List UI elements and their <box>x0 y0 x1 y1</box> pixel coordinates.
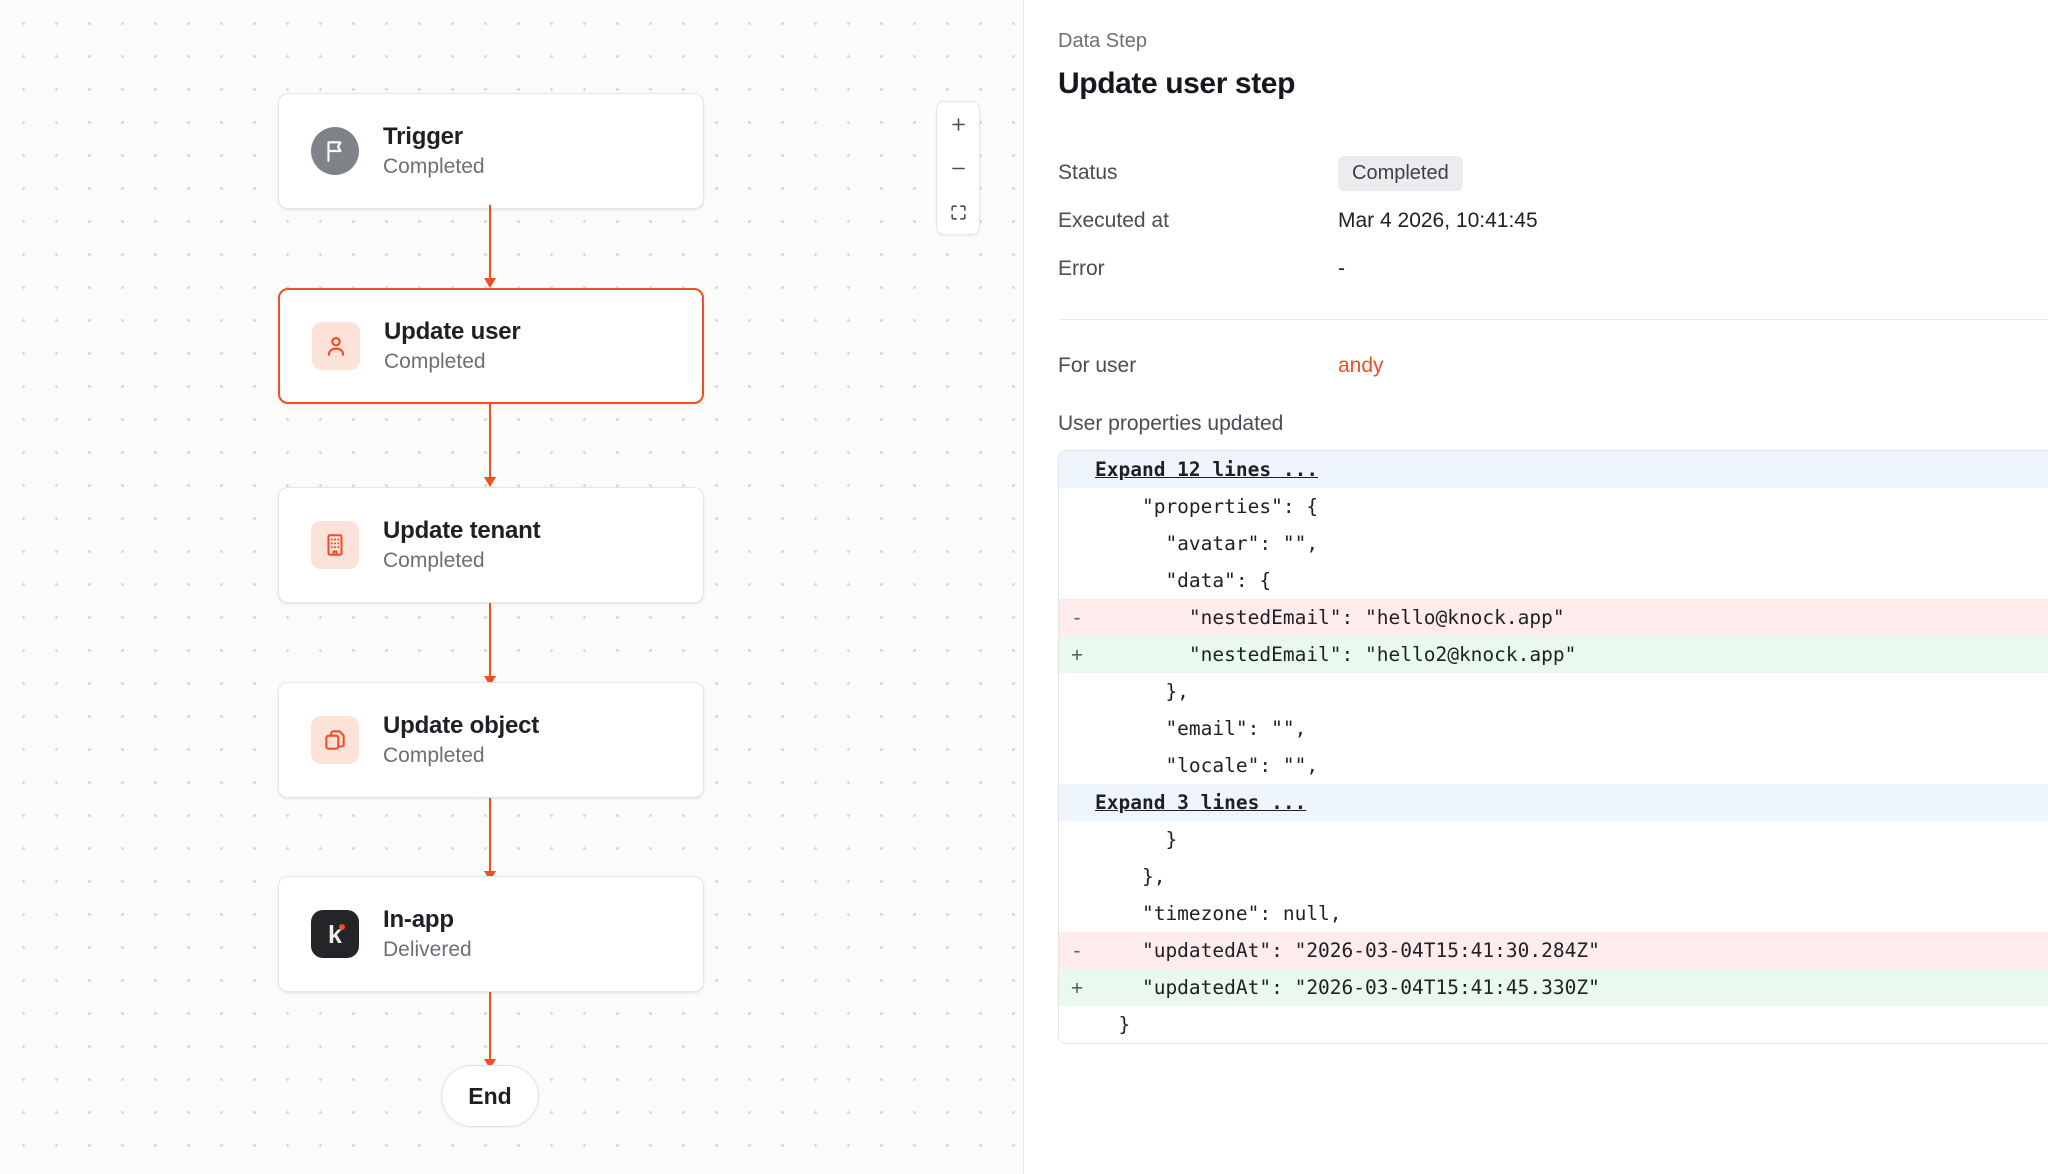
flow-node-trigger[interactable]: Trigger Completed <box>278 93 704 209</box>
diff-expand-content: Expand 3 lines ... <box>1095 791 2048 814</box>
expand-lines-link[interactable]: Expand 12 lines ... <box>1095 458 1319 481</box>
diff-line-content: "data": { <box>1095 569 1272 592</box>
fit-view-button[interactable] <box>937 190 979 234</box>
flow-node-title: In-app <box>383 906 454 933</box>
diff-line-content: "updatedAt": "2026-03-04T15:41:45.330Z" <box>1095 976 1600 999</box>
executed-at-label: Executed at <box>1058 209 1169 232</box>
diff-line-ctx: "data": { <box>1059 562 2048 599</box>
diff-line-content: } <box>1095 1013 1131 1036</box>
flow-node-status: Completed <box>384 350 486 373</box>
flow-node-text: Update tenant Completed <box>383 517 541 573</box>
user-icon <box>312 322 360 370</box>
workflow-canvas[interactable]: Trigger Completed Update user Completed <box>0 0 1024 1174</box>
copy-icon <box>311 716 359 764</box>
diff-line-content: "nestedEmail": "hello@knock.app" <box>1095 606 1565 629</box>
flow-node-text: Update object Completed <box>383 712 539 768</box>
diff-line-content: "updatedAt": "2026-03-04T15:41:30.284Z" <box>1095 939 1600 962</box>
diff-line-content: "locale": "", <box>1095 754 1319 777</box>
diff-line-ctx: }, <box>1059 673 2048 710</box>
diff-line-del: - "nestedEmail": "hello@knock.app" <box>1059 599 2048 636</box>
flow-node-title: Update user <box>384 318 521 345</box>
error-row: Error - <box>1058 245 2048 293</box>
diff-gutter-marker: - <box>1071 939 1083 962</box>
flag-icon <box>311 127 359 175</box>
zoom-out-button[interactable] <box>937 146 979 190</box>
flow-edge <box>484 992 496 1069</box>
step-detail-panel: Data Step Update user step Status Comple… <box>1024 0 2048 1174</box>
flow-node-end[interactable]: End <box>441 1065 539 1127</box>
diff-line-ctx: "timezone": null, <box>1059 895 2048 932</box>
expand-lines-link[interactable]: Expand 3 lines ... <box>1095 791 1307 814</box>
svg-text:k: k <box>328 921 342 949</box>
for-user-label: For user <box>1058 354 1137 377</box>
diff-expand-content: Expand 12 lines ... <box>1095 458 2048 481</box>
diff-line-ctx: } <box>1059 1006 2048 1043</box>
diff-line-content: "properties": { <box>1095 495 1319 518</box>
diff-gutter-marker: + <box>1071 976 1083 999</box>
flow-node-in-app[interactable]: k In-app Delivered <box>278 876 704 992</box>
diff-line-add: + "nestedEmail": "hello2@knock.app" <box>1059 636 2048 673</box>
diff-line-ctx: } <box>1059 821 2048 858</box>
flow-node-update-user[interactable]: Update user Completed <box>278 288 704 404</box>
flow-node-update-tenant[interactable]: Update tenant Completed <box>278 487 704 603</box>
flow-edge <box>484 798 496 881</box>
status-label: Status <box>1058 161 1118 184</box>
diff-line-ctx: "avatar": "", <box>1059 525 2048 562</box>
flow-node-status: Completed <box>383 155 485 178</box>
diff-expand-row[interactable]: Expand 12 lines ... <box>1059 451 2048 488</box>
diff-line-content: } <box>1095 828 1178 851</box>
diff-line-ctx: }, <box>1059 858 2048 895</box>
flow-node-title: Update tenant <box>383 517 541 544</box>
diff-line-ctx: "properties": { <box>1059 488 2048 525</box>
flow-node-status: Delivered <box>383 938 472 961</box>
zoom-in-button[interactable] <box>937 102 979 146</box>
user-properties-diff[interactable]: Expand 12 lines ... "properties": { "ava… <box>1058 450 2048 1044</box>
flow-node-text: In-app Delivered <box>383 906 472 962</box>
building-icon <box>311 521 359 569</box>
diff-line-content: "nestedEmail": "hello2@knock.app" <box>1095 643 1577 666</box>
flow-edge <box>484 404 496 487</box>
knock-logo-icon: k <box>311 910 359 958</box>
diff-line-ctx: "email": "", <box>1059 710 2048 747</box>
diff-line-del: - "updatedAt": "2026-03-04T15:41:30.284Z… <box>1059 932 2048 969</box>
diff-expand-row[interactable]: Expand 3 lines ... <box>1059 784 2048 821</box>
flow-edge <box>484 603 496 686</box>
flow-node-status: Completed <box>383 744 485 767</box>
flow-node-title: Trigger <box>383 123 463 150</box>
diff-section-label: User properties updated <box>1058 412 1284 435</box>
for-user-row: For user andy <box>1058 342 2048 390</box>
diff-line-ctx: "locale": "", <box>1059 747 2048 784</box>
canvas-zoom-controls[interactable] <box>936 101 980 235</box>
executed-at-row: Executed at Mar 4 2026, 10:41:45 <box>1058 197 2048 245</box>
status-badge: Completed <box>1338 155 1463 191</box>
diff-line-content: }, <box>1095 680 1189 703</box>
panel-eyebrow: Data Step <box>1058 30 1147 52</box>
error-label: Error <box>1058 257 1105 280</box>
diff-line-add: + "updatedAt": "2026-03-04T15:41:45.330Z… <box>1059 969 2048 1006</box>
diff-line-content: "timezone": null, <box>1095 902 1342 925</box>
diff-line-content: "email": "", <box>1095 717 1307 740</box>
flow-node-update-object[interactable]: Update object Completed <box>278 682 704 798</box>
flow-node-title: Update object <box>383 712 540 739</box>
diff-line-content: }, <box>1095 865 1166 888</box>
flow-edge <box>484 205 496 288</box>
executed-at-value: Mar 4 2026, 10:41:45 <box>1338 209 1538 232</box>
status-row: Status Completed <box>1058 149 2048 197</box>
flow-node-text: Trigger Completed <box>383 123 485 179</box>
diff-line-content: "avatar": "", <box>1095 532 1319 555</box>
flow-node-status: Completed <box>383 549 485 572</box>
panel-divider <box>1058 319 2048 320</box>
page-title: Update user step <box>1058 67 1295 100</box>
error-value: - <box>1338 257 1345 280</box>
flow-node-text: Update user Completed <box>384 318 521 374</box>
diff-gutter-marker: - <box>1071 606 1083 629</box>
for-user-link[interactable]: andy <box>1338 354 1384 377</box>
diff-gutter-marker: + <box>1071 643 1083 666</box>
